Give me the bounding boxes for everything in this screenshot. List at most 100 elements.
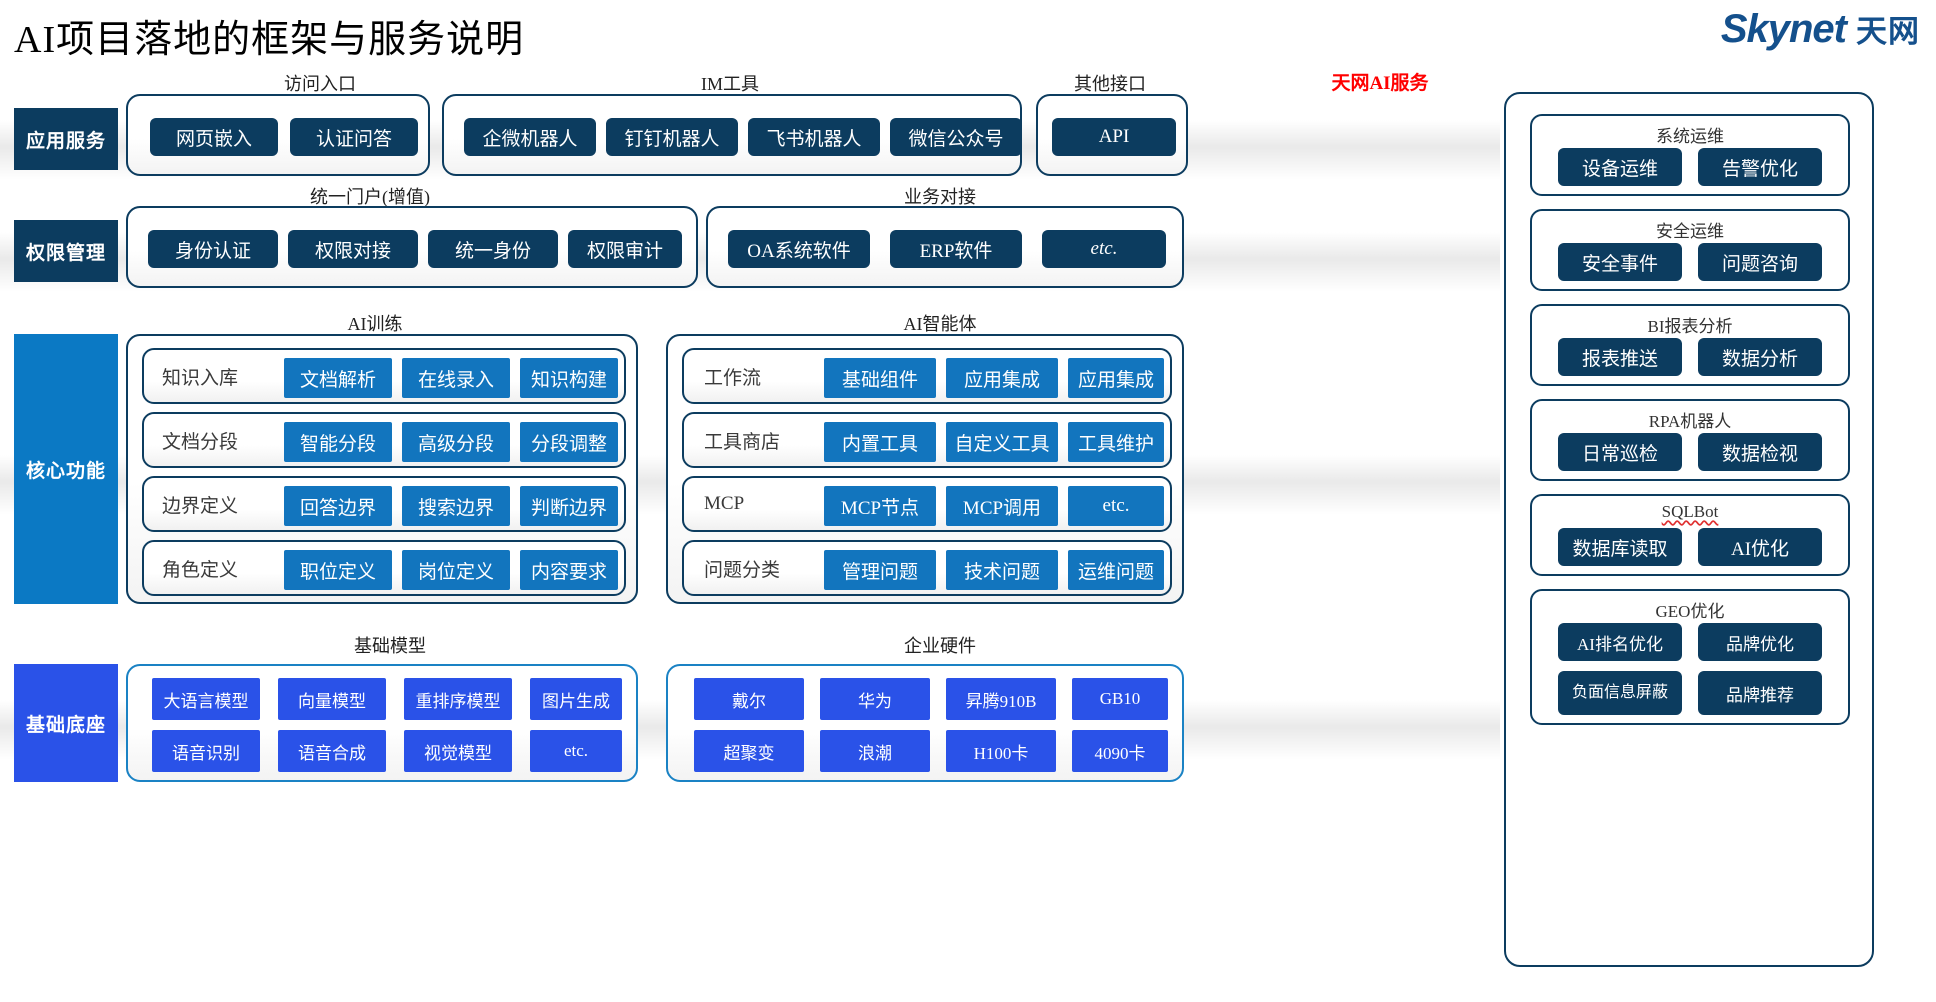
chip-oa-system[interactable]: OA系统软件: [728, 230, 870, 268]
chip-permission-audit[interactable]: 权限审计: [568, 230, 682, 268]
chip-position-definition[interactable]: 职位定义: [284, 550, 392, 590]
layer-tag-app-service: 应用服务: [14, 108, 118, 170]
chip-vision-model[interactable]: 视觉模型: [404, 730, 512, 772]
chip-h100[interactable]: H100卡: [946, 730, 1056, 772]
row-label-boundary-definition: 边界定义: [162, 495, 239, 517]
chip-inspur[interactable]: 浪潮: [820, 730, 930, 772]
chip-daily-inspection[interactable]: 日常巡检: [1558, 433, 1682, 471]
band-label-ai-agent: AI智能体: [903, 314, 977, 334]
chip-db-read[interactable]: 数据库读取: [1558, 528, 1682, 566]
chip-mcp-invoke[interactable]: MCP调用: [946, 486, 1058, 526]
layer-tag-core-function: 核心功能: [14, 334, 118, 604]
chip-data-review[interactable]: 数据检视: [1698, 433, 1822, 471]
chip-custom-tool[interactable]: 自定义工具: [946, 422, 1058, 462]
chip-ai-optimization[interactable]: AI优化: [1698, 528, 1822, 566]
chip-search-boundary[interactable]: 搜索边界: [402, 486, 510, 526]
chip-rerank-model[interactable]: 重排序模型: [404, 678, 512, 720]
service-card-system-ops: 系统运维 设备运维 告警优化: [1530, 114, 1850, 196]
chip-ops-question[interactable]: 运维问题: [1068, 550, 1164, 590]
chip-gb10[interactable]: GB10: [1072, 678, 1168, 720]
group-other-api: API: [1036, 94, 1188, 176]
chip-permission-link[interactable]: 权限对接: [288, 230, 418, 268]
chip-alarm-optimization[interactable]: 告警优化: [1698, 148, 1822, 186]
panel-skynet-ai-service: 系统运维 设备运维 告警优化 安全运维 安全事件 问题咨询 BI报表分析 报表推…: [1504, 92, 1874, 967]
chip-dell[interactable]: 戴尔: [694, 678, 804, 720]
band-label-other-api: 其他接口: [1074, 74, 1146, 94]
chip-job-definition[interactable]: 岗位定义: [402, 550, 510, 590]
chip-online-input[interactable]: 在线录入: [402, 358, 510, 398]
band-label-skynet-ai-service: 天网AI服务: [1331, 73, 1429, 94]
chip-qiwei-bot[interactable]: 企微机器人: [464, 118, 596, 156]
row-label-tool-store: 工具商店: [704, 431, 781, 453]
chip-image-generation[interactable]: 图片生成: [530, 678, 622, 720]
row-label-mcp: MCP: [704, 493, 745, 514]
chip-auth-qa[interactable]: 认证问答: [290, 118, 418, 156]
chip-content-requirement[interactable]: 内容要求: [520, 550, 618, 590]
chip-knowledge-build[interactable]: 知识构建: [520, 358, 618, 398]
chip-security-event[interactable]: 安全事件: [1558, 243, 1682, 281]
chip-negative-info-shield[interactable]: 负面信息屏蔽: [1558, 671, 1682, 715]
group-ai-training: 知识入库 文档解析 在线录入 知识构建 文档分段 智能分段 高级分段 分段调整 …: [126, 334, 638, 604]
chip-tool-maintenance[interactable]: 工具维护: [1068, 422, 1164, 462]
chip-smart-segment[interactable]: 智能分段: [284, 422, 392, 462]
chip-mcp-etc[interactable]: etc.: [1068, 486, 1164, 526]
chip-llm[interactable]: 大语言模型: [152, 678, 260, 720]
group-enterprise-hardware: 戴尔 华为 昇腾910B GB10 超聚变 浪潮 H100卡 4090卡: [666, 664, 1184, 782]
chip-api[interactable]: API: [1052, 118, 1176, 156]
chip-ascend-910b[interactable]: 昇腾910B: [946, 678, 1056, 720]
chip-technical-question[interactable]: 技术问题: [946, 550, 1058, 590]
chip-brand-recommendation[interactable]: 品牌推荐: [1698, 671, 1822, 715]
chip-web-embed[interactable]: 网页嵌入: [150, 118, 278, 156]
chip-unified-identity[interactable]: 统一身份: [428, 230, 558, 268]
chip-4090[interactable]: 4090卡: [1072, 730, 1168, 772]
chip-business-etc[interactable]: etc.: [1042, 230, 1166, 268]
band-label-im-tools: IM工具: [701, 74, 759, 94]
service-title-geo: GEO优化: [1655, 602, 1725, 621]
chip-builtin-tool[interactable]: 内置工具: [824, 422, 936, 462]
service-title-system-ops: 系统运维: [1656, 127, 1724, 146]
chip-huawei[interactable]: 华为: [820, 678, 930, 720]
chip-answer-boundary[interactable]: 回答边界: [284, 486, 392, 526]
service-card-rpa: RPA机器人 日常巡检 数据检视: [1530, 399, 1850, 481]
chip-segment-adjust[interactable]: 分段调整: [520, 422, 618, 462]
chip-app-integration-2[interactable]: 应用集成: [1068, 358, 1164, 398]
chip-data-analysis[interactable]: 数据分析: [1698, 338, 1822, 376]
chip-base-component[interactable]: 基础组件: [824, 358, 936, 398]
chip-chaojubian[interactable]: 超聚变: [694, 730, 804, 772]
chip-judge-boundary[interactable]: 判断边界: [520, 486, 618, 526]
chip-embedding-model[interactable]: 向量模型: [278, 678, 386, 720]
chip-ai-rank-optimization[interactable]: AI排名优化: [1558, 623, 1682, 661]
service-card-bi-report: BI报表分析 报表推送 数据分析: [1530, 304, 1850, 386]
row-doc-segmentation: 文档分段 智能分段 高级分段 分段调整: [142, 412, 626, 468]
chip-asr[interactable]: 语音识别: [152, 730, 260, 772]
chip-management-question[interactable]: 管理问题: [824, 550, 936, 590]
chip-mcp-node[interactable]: MCP节点: [824, 486, 936, 526]
row-tool-store: 工具商店 内置工具 自定义工具 工具维护: [682, 412, 1172, 468]
chip-device-ops[interactable]: 设备运维: [1558, 148, 1682, 186]
group-ai-agent: 工作流 基础组件 应用集成 应用集成 工具商店 内置工具 自定义工具 工具维护 …: [666, 334, 1184, 604]
chip-report-push[interactable]: 报表推送: [1558, 338, 1682, 376]
band-label-unified-portal: 统一门户(增值): [310, 187, 430, 207]
row-mcp: MCP MCP节点 MCP调用 etc.: [682, 476, 1172, 532]
chip-erp-software[interactable]: ERP软件: [890, 230, 1022, 268]
row-label-knowledge-intake: 知识入库: [162, 367, 239, 389]
chip-feishu-bot[interactable]: 飞书机器人: [748, 118, 880, 156]
chip-identity-auth[interactable]: 身份认证: [148, 230, 278, 268]
chip-issue-consult[interactable]: 问题咨询: [1698, 243, 1822, 281]
layer-tag-foundation: 基础底座: [14, 664, 118, 782]
chip-advanced-segment[interactable]: 高级分段: [402, 422, 510, 462]
logo-text-en: Skynet: [1720, 7, 1847, 51]
chip-doc-parse[interactable]: 文档解析: [284, 358, 392, 398]
chip-wechat-mp[interactable]: 微信公众号: [890, 118, 1022, 156]
chip-base-model-etc[interactable]: etc.: [530, 730, 622, 772]
row-question-classification: 问题分类 管理问题 技术问题 运维问题: [682, 540, 1172, 596]
chip-brand-optimization[interactable]: 品牌优化: [1698, 623, 1822, 661]
row-label-workflow: 工作流: [704, 367, 762, 389]
row-workflow: 工作流 基础组件 应用集成 应用集成: [682, 348, 1172, 404]
band-label-enterprise-hardware: 企业硬件: [904, 636, 976, 656]
chip-app-integration-1[interactable]: 应用集成: [946, 358, 1058, 398]
chip-tts[interactable]: 语音合成: [278, 730, 386, 772]
chip-dingtalk-bot[interactable]: 钉钉机器人: [606, 118, 738, 156]
band-label-access-entry: 访问入口: [284, 74, 356, 94]
row-role-definition: 角色定义 职位定义 岗位定义 内容要求: [142, 540, 626, 596]
